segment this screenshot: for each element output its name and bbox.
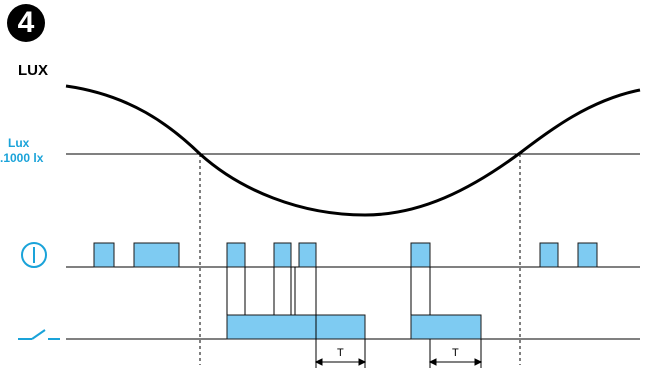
delay-label-2: T	[452, 347, 459, 359]
button-pulse	[226, 242, 246, 268]
button-pulse	[577, 242, 598, 268]
button-pulse	[298, 242, 317, 268]
delay-label-1: T	[337, 347, 344, 359]
button-pulse	[133, 242, 180, 268]
delay-dimension-2	[428, 339, 483, 368]
button-pulse	[539, 242, 559, 268]
output-pulse	[226, 314, 366, 340]
output-pulse	[410, 314, 482, 340]
lux-threshold-label: Lux	[8, 136, 30, 150]
delay-dimension-1	[314, 339, 367, 368]
push-button-icon	[21, 242, 47, 268]
light-level-curve	[65, 84, 641, 217]
button-pulse	[410, 242, 431, 268]
button-pulse	[93, 242, 115, 268]
button-pulse	[273, 242, 292, 268]
lux-threshold-value: .1000 lx	[0, 151, 44, 165]
step-number-badge: 4	[7, 4, 45, 42]
switch-contact-icon	[18, 329, 60, 340]
trigger-connectors	[226, 267, 431, 339]
lux-axis-label: LUX	[18, 62, 48, 79]
